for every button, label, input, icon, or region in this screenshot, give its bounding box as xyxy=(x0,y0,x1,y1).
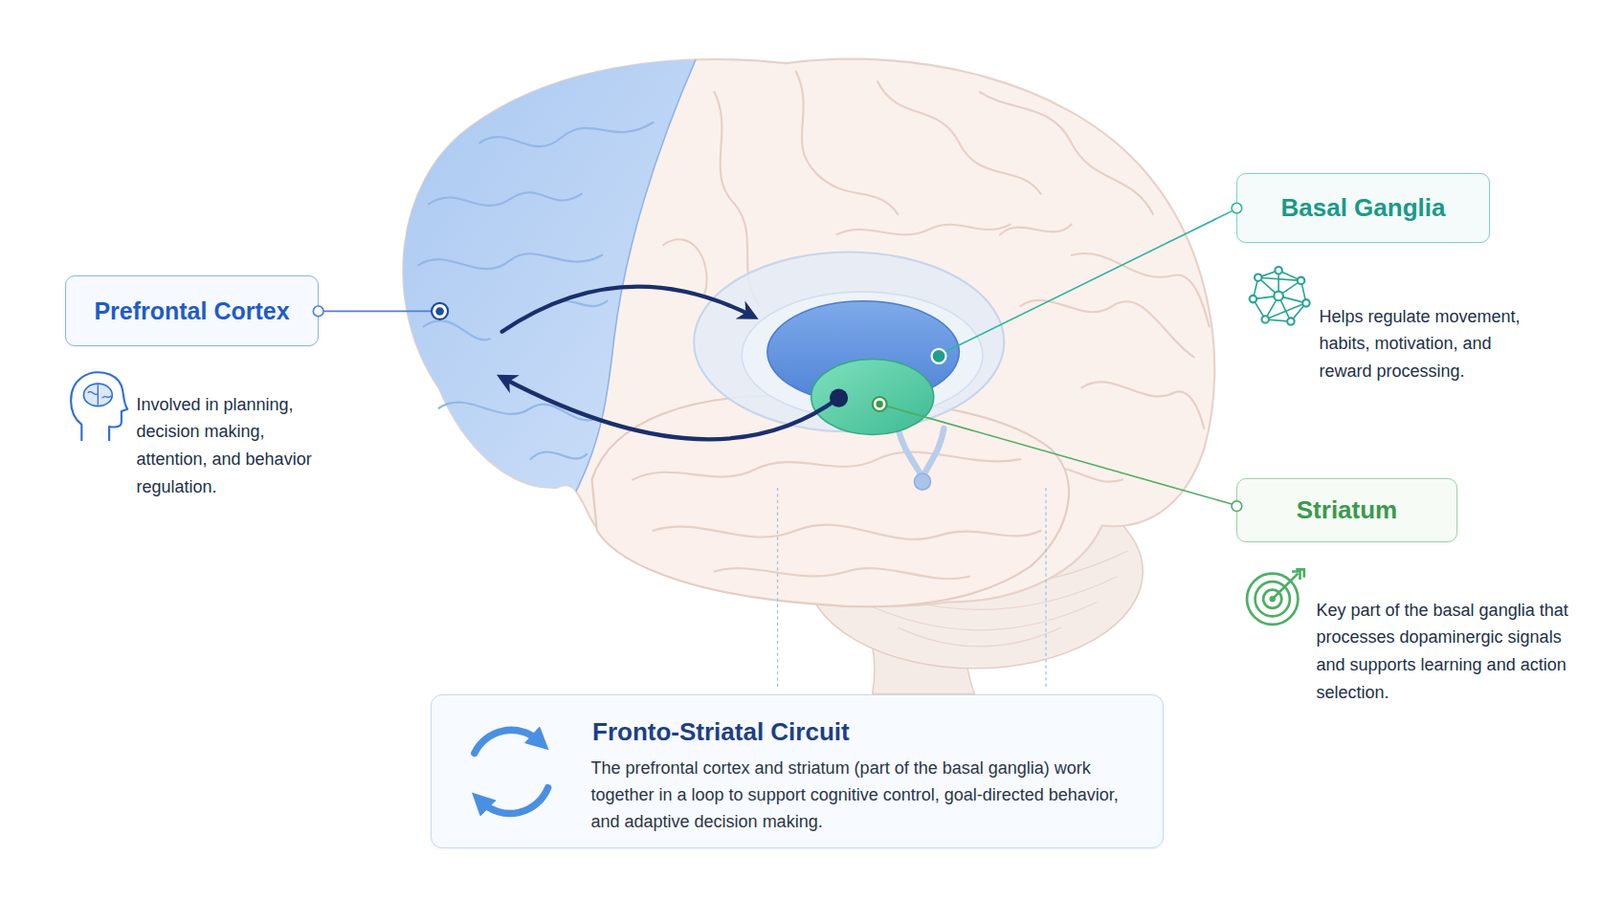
network-icon-node xyxy=(1249,295,1257,303)
cerebellum-fold xyxy=(897,627,1062,647)
gyrus-line xyxy=(836,224,1010,236)
leader-dot xyxy=(435,307,445,316)
deep-stem xyxy=(897,428,922,476)
ventricle-ring xyxy=(693,252,1004,433)
leader-dot xyxy=(872,397,888,412)
brainstem xyxy=(851,566,985,694)
label-box: Basal GangliaHelps regulate movement, ha… xyxy=(1236,173,1490,244)
node-description: The prefrontal cortex and striatum (part… xyxy=(591,755,1142,836)
cerebellum-fold xyxy=(826,551,1129,587)
cerebrum xyxy=(402,59,1215,607)
target-ring xyxy=(1246,574,1298,625)
loop-arrow xyxy=(502,377,840,441)
cerebellum-fold xyxy=(842,577,1118,611)
cerebellum-fold xyxy=(862,601,1097,630)
gyrus-line xyxy=(1081,381,1204,429)
head-icon xyxy=(70,372,128,442)
prefrontal-region xyxy=(377,41,705,501)
gyrus-line xyxy=(632,452,1021,481)
guide-line xyxy=(1044,488,1046,690)
target-ring xyxy=(1263,590,1282,609)
leader-line xyxy=(887,406,1232,505)
gyrus-line xyxy=(479,122,653,147)
loop-arrow xyxy=(502,287,754,333)
gyrus-line xyxy=(423,320,490,340)
gyrus-line xyxy=(1041,467,1123,483)
network-icon-node xyxy=(1254,273,1262,281)
network-icon-node xyxy=(1287,317,1294,325)
node-description: Helps regulate movement, habits, motivat… xyxy=(1319,303,1535,386)
target-ring xyxy=(1255,581,1290,617)
inner-ring xyxy=(741,291,983,419)
label-box: StriatumKey part of the basal ganglia th… xyxy=(1236,478,1458,543)
node-heading: Striatum xyxy=(1237,479,1457,542)
gyrus-line xyxy=(663,239,707,296)
node-heading: Fronto-Striatal Circuit xyxy=(592,716,1129,749)
leader-line xyxy=(323,311,432,313)
leader-dot xyxy=(875,400,883,408)
network-icon-node xyxy=(1274,266,1282,274)
head-icon-brain xyxy=(83,383,112,406)
guide-line xyxy=(777,488,778,690)
target-icon xyxy=(1246,569,1305,625)
gyrus-line xyxy=(1020,300,1194,358)
gyrus-line xyxy=(652,525,1041,540)
gyrus-line xyxy=(551,301,608,307)
node-heading: Prefrontal Cortex xyxy=(66,276,318,346)
gyri xyxy=(663,71,1209,483)
leader-line xyxy=(944,211,1232,353)
gyrus-line xyxy=(979,91,1154,215)
gyrus-line xyxy=(418,253,602,269)
summary-box: Fronto-Striatal CircuitThe prefrontal co… xyxy=(430,694,1164,849)
node-description: Key part of the basal ganglia that proce… xyxy=(1316,597,1571,708)
striatum-shape xyxy=(811,359,934,436)
gyrus-line xyxy=(877,81,1042,194)
gyrus-line xyxy=(530,451,587,460)
network-icon xyxy=(1252,270,1306,322)
loop-origin-dot xyxy=(829,388,848,407)
gyri-frontal xyxy=(418,122,653,460)
cerebellum xyxy=(805,474,1143,669)
network-icon-node xyxy=(1297,277,1305,285)
network-icon-nodes xyxy=(1249,266,1311,326)
target-arrow xyxy=(1272,569,1305,600)
temporal-lobe xyxy=(591,396,1068,608)
gyrus-line xyxy=(439,402,598,422)
basal-ganglia-shape xyxy=(767,301,959,404)
deep-nucleus xyxy=(913,473,931,490)
network-icon-links xyxy=(1252,270,1306,322)
gyrus-line xyxy=(428,192,582,206)
label-box: Prefrontal CortexInvolved in planning, d… xyxy=(65,275,319,347)
deep-stem xyxy=(923,428,944,476)
node-description: Involved in planning, decision making, a… xyxy=(136,391,319,502)
head-icon-brain xyxy=(88,384,112,405)
gyrus-line xyxy=(1000,224,1072,236)
gyri-temporal xyxy=(632,452,1042,580)
node-heading: Basal Ganglia xyxy=(1237,174,1489,243)
leader-dot xyxy=(932,349,947,364)
network-icon-node xyxy=(1262,315,1269,323)
gyrus-line xyxy=(713,568,970,579)
gyrus-line xyxy=(1071,253,1210,327)
leader-dot xyxy=(431,303,448,320)
gyrus-line xyxy=(713,91,760,307)
network-icon-node xyxy=(1302,299,1310,307)
network-icon-node xyxy=(1273,291,1284,302)
target-center xyxy=(1269,596,1276,602)
gyrus-line xyxy=(796,71,899,215)
network-icon-ring xyxy=(1252,270,1306,322)
